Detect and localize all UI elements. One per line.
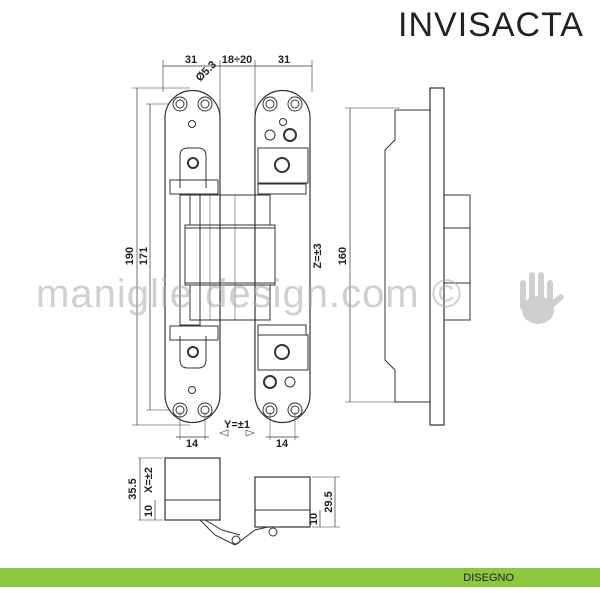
dim-y-adjust: Y=±1 [224,419,250,431]
bottom-dimensions: 14 14 Y=±1 [176,412,299,450]
brand-title: INVISACTA [398,6,584,44]
dim-hole-diameter: Ø5.3 [194,59,219,84]
dim-left-base: 10 [143,505,155,517]
footer-label: DISEGNO [463,572,514,584]
arrow-left-icon [219,429,229,437]
dim-bottom-left: 14 [186,438,199,450]
dim-z-adjust: Z=±3 [312,243,324,268]
dim-top-right: 31 [278,54,290,66]
right-hinge-plate: Z=±3 [254,89,324,424]
left-hinge-plate [164,89,221,424]
watermark-text: maniglie design.com © [36,272,463,316]
dim-gap: 18÷20 [222,54,253,66]
bottom-view: 35.5 X=±2 10 29.5 10 [127,457,340,546]
side-view: 160 [337,87,471,426]
dim-top-left: 31 [185,54,197,66]
dim-x-adjust: X=±2 [143,467,155,493]
dim-bottom-right: 14 [276,438,289,450]
dim-right-depth: 29.5 [323,491,335,512]
footer-bar [0,568,600,587]
dim-inner-height: 171 [138,247,150,265]
left-dimensions: 190 171 [124,87,190,426]
hand-icon [520,272,564,324]
dim-total-height: 190 [124,247,136,265]
dim-left-depth: 35.5 [127,478,139,499]
dim-right-base: 10 [308,513,320,525]
arrow-right-icon [245,429,255,437]
top-dimension: 31 18÷20 31 Ø5.3 [162,54,313,170]
dim-side-height: 160 [337,247,349,265]
